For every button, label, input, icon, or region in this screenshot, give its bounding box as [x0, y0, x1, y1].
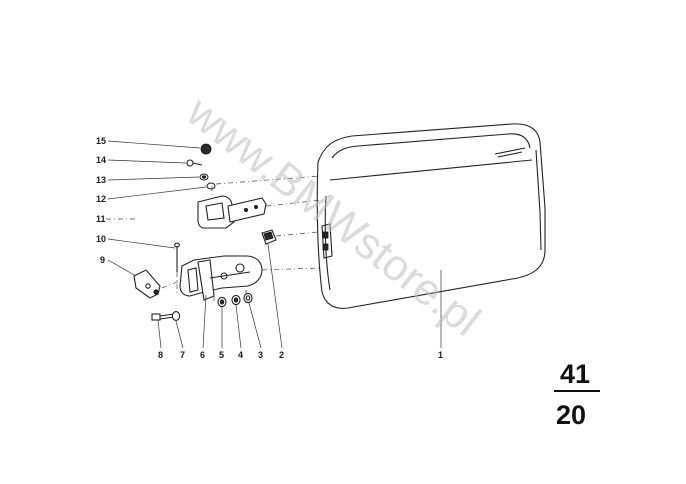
callout-10: 10: [96, 234, 106, 244]
assembly-lines: [161, 175, 323, 302]
group-number-top: 41: [560, 359, 590, 389]
callout-8: 8: [158, 350, 163, 360]
washer-4: [231, 294, 241, 306]
group-number-bottom: 20: [556, 400, 586, 430]
callout-12: 12: [96, 194, 106, 204]
callout-7: 7: [180, 350, 185, 360]
callout-4: 4: [238, 350, 243, 360]
callout-11: 11: [96, 214, 106, 224]
callout-9: 9: [100, 255, 105, 265]
callout-labels: 15 14 13 12 11 10 9 8 7 6 5 4 3 2 1: [96, 136, 443, 360]
upper-hinge: [197, 195, 267, 229]
callout-15: 15: [96, 136, 106, 146]
washer-12: [206, 182, 216, 190]
callout-5: 5: [219, 350, 224, 360]
group-number: 41 20: [554, 359, 600, 430]
bolt-8: [151, 313, 175, 321]
washer-7: [171, 311, 181, 321]
callout-6: 6: [200, 350, 205, 360]
leader-lines: [106, 140, 442, 349]
callout-2: 2: [279, 350, 284, 360]
bolt-14: [186, 159, 203, 167]
washer-3: [243, 292, 253, 304]
washer-13: [199, 173, 209, 181]
callout-3: 3: [258, 350, 263, 360]
callout-14: 14: [96, 155, 106, 165]
stop-2: [261, 229, 277, 245]
callout-13: 13: [96, 175, 106, 185]
callout-1: 1: [438, 350, 443, 360]
bracket-9: [133, 269, 161, 299]
door-shell: [316, 123, 546, 309]
washer-5: [217, 296, 227, 308]
cap-15: [200, 143, 212, 155]
pin-10: [174, 242, 180, 272]
lower-hinge: [179, 255, 263, 301]
